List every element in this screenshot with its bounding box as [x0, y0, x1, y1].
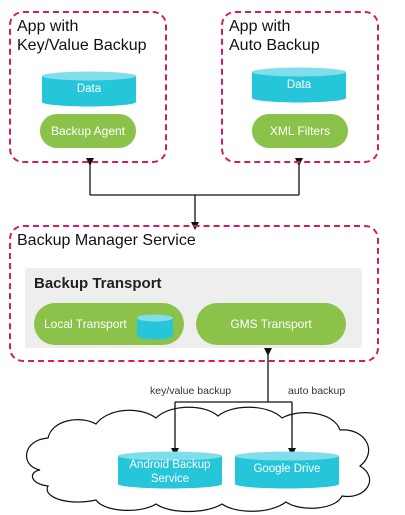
- backup-agent-node: Backup Agent: [40, 114, 136, 148]
- app-auto-title-line2: Auto Backup: [229, 37, 320, 54]
- app-auto-title-line1: App with: [229, 18, 291, 35]
- auto-backup-edge-label: auto backup: [288, 385, 346, 397]
- auto-data-label: Data: [286, 79, 312, 91]
- app-kv-box: [9, 11, 167, 163]
- app-kv-title-line1: App with: [17, 18, 79, 35]
- app-kv-title-line2: Key/Value Backup: [17, 37, 147, 54]
- local-transport-label: Local Transport: [44, 317, 127, 331]
- app-kv-title: App with Key/Value Backup: [17, 17, 147, 55]
- app-auto-title: App with Auto Backup: [229, 17, 320, 55]
- google-drive-label: Google Drive: [253, 463, 321, 475]
- backup-manager-box: [9, 225, 379, 362]
- kv-backup-edge-label: key/value backup: [150, 385, 232, 397]
- android-backup-line1: Android Backup: [129, 459, 211, 471]
- backup-manager-title: Backup Manager Service: [17, 232, 196, 249]
- kv-data-label: Data: [76, 83, 102, 95]
- auto-data-cylinder: [252, 67, 346, 103]
- app-auto-box: [221, 11, 379, 163]
- xml-filters-node: XML Filters: [252, 114, 348, 148]
- google-drive-cylinder: [235, 451, 339, 489]
- android-backup-label: Android Backup Service: [118, 458, 222, 486]
- android-backup-cylinder: [118, 451, 222, 489]
- android-backup-line2: Service: [150, 473, 190, 485]
- kv-data-cylinder: [42, 71, 136, 107]
- gms-transport-node: GMS Transport: [196, 303, 346, 345]
- local-transport-node: Local Transport: [34, 303, 184, 345]
- backup-transport-title: Backup Transport: [34, 275, 162, 292]
